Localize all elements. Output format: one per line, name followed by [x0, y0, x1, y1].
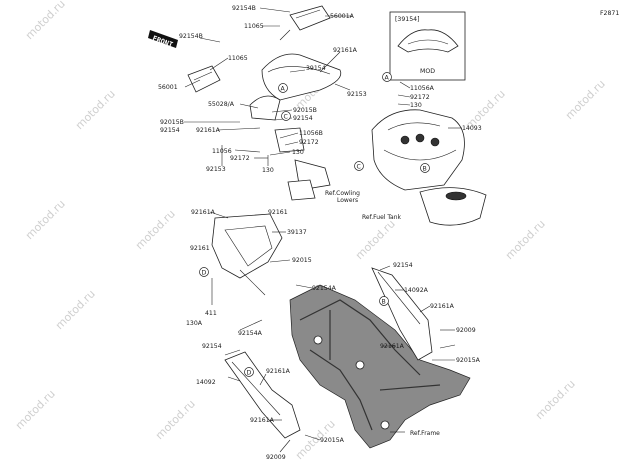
- watermark: motod.ru: [503, 217, 548, 262]
- part-label: 92161A: [191, 209, 216, 216]
- callout-d: D: [244, 367, 254, 377]
- ref-frame: Ref.Frame: [410, 430, 440, 437]
- watermark: motod.ru: [353, 217, 398, 262]
- main-frame-icon: [289, 284, 471, 449]
- fuel-tank-icon: [419, 187, 487, 226]
- ref-fuel-tank: Ref.Fuel Tank: [362, 214, 402, 221]
- part-label: 92154: [160, 127, 180, 134]
- inner-cowl-icon: [371, 109, 465, 191]
- ref-cowling-lowers-line1: Ref.Cowling: [325, 190, 360, 197]
- callout-c: C: [354, 161, 364, 171]
- part-label: 92172: [410, 94, 430, 101]
- svg-text:B: B: [382, 299, 386, 306]
- part-label: 92154A: [312, 285, 337, 292]
- callout-a: A: [278, 83, 288, 93]
- svg-text:A: A: [385, 75, 390, 82]
- part-label: 11065: [244, 23, 264, 30]
- part-label: 92153: [206, 166, 226, 173]
- part-label: 92015: [292, 257, 312, 264]
- callout-d: D: [199, 267, 209, 277]
- watermark: motod.ru: [23, 0, 68, 42]
- svg-text:D: D: [247, 370, 252, 377]
- part-label: 14092A: [404, 287, 429, 294]
- callout-b: B: [420, 163, 430, 173]
- part-label: 56001A: [330, 13, 355, 20]
- inset-ref-code: [39154]: [395, 16, 420, 23]
- side-cover-right-icon: [371, 267, 433, 361]
- part-label: 92015A: [320, 437, 345, 444]
- part-label: 92172: [230, 155, 250, 162]
- part-label: 92154B: [179, 33, 203, 40]
- watermark: motod.ru: [133, 207, 178, 252]
- watermark: motod.ru: [13, 387, 58, 432]
- svg-text:C: C: [284, 114, 288, 121]
- watermark: motod.ru: [23, 197, 68, 242]
- callout-b: B: [379, 296, 389, 306]
- watermark: motod.ru: [153, 397, 198, 442]
- part-label: 39137: [287, 229, 307, 236]
- part-label: 92161A: [196, 127, 221, 134]
- side-cover-left-icon: [224, 351, 301, 439]
- part-label: 39154: [306, 65, 326, 72]
- mirror-right-icon: [279, 5, 331, 41]
- leader-lines: [184, 7, 462, 453]
- part-label: 92161A: [266, 368, 291, 375]
- sub-frame-icon: [211, 213, 283, 296]
- part-label: 130: [262, 167, 274, 174]
- mirror-left-icon: [187, 65, 221, 93]
- part-label: 92154A: [238, 330, 263, 337]
- watermark: motod.ru: [53, 287, 98, 332]
- watermark: motod.ru: [533, 377, 578, 422]
- part-label: 56001: [158, 84, 178, 91]
- figure-id: F2871: [600, 10, 619, 17]
- part-label: 92009: [456, 327, 476, 334]
- ref-cowling-lowers: Ref.Cowling Lowers: [325, 190, 362, 204]
- front-arrow-icon: FRONT: [148, 30, 178, 49]
- watermark: motod.ru: [73, 87, 118, 132]
- inset-caption: MOD: [420, 68, 435, 75]
- watermark: motod.ru: [563, 77, 608, 122]
- callout-a: A: [382, 72, 392, 82]
- part-label: 92015B: [293, 107, 317, 114]
- part-label: 11065: [228, 55, 248, 62]
- part-label: 92154: [393, 262, 413, 269]
- part-label: 92015A: [456, 357, 481, 364]
- part-label: 14093: [462, 125, 482, 132]
- part-label: 130: [410, 102, 422, 109]
- inset-box: [39154] MOD: [389, 11, 466, 81]
- svg-text:A: A: [281, 86, 286, 93]
- svg-text:D: D: [202, 270, 207, 277]
- part-label: 92161A: [250, 417, 275, 424]
- part-label: 92172: [299, 139, 319, 146]
- part-label: 92015B: [160, 119, 184, 126]
- part-label: 14092: [196, 379, 216, 386]
- part-label: 130: [292, 149, 304, 156]
- part-label: 92154B: [232, 5, 256, 12]
- svg-text:C: C: [357, 164, 361, 171]
- ref-cowling-lowers-line2: Lowers: [337, 197, 358, 204]
- callout-c: C: [281, 111, 291, 121]
- part-label: 411: [205, 310, 217, 317]
- part-label: 92161: [190, 245, 210, 252]
- bracket-icon: [274, 127, 331, 201]
- windshield-icon: [397, 29, 459, 53]
- front-label: FRONT: [151, 34, 174, 49]
- part-label: 92161: [268, 209, 288, 216]
- part-label: 11056A: [410, 85, 435, 92]
- part-labels: 92154B 56001A 11065 92154B 11065 56001 3…: [158, 5, 482, 461]
- part-label: 92154: [293, 115, 313, 122]
- part-label: 92009: [266, 454, 286, 461]
- part-label: 92161A: [333, 47, 358, 54]
- part-label: 55028/A: [208, 101, 235, 108]
- part-label: 92161A: [380, 343, 405, 350]
- part-label: 92161A: [430, 303, 455, 310]
- part-label: 11056B: [299, 130, 323, 137]
- part-label: 11056: [212, 148, 232, 155]
- svg-text:B: B: [423, 166, 427, 173]
- part-label: 92154: [202, 343, 222, 350]
- part-label: 92153: [347, 91, 367, 98]
- part-label: 130A: [186, 320, 203, 327]
